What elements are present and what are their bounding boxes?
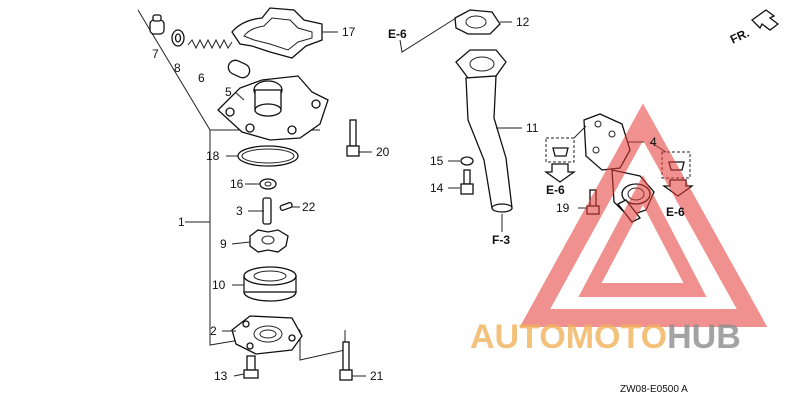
leader-lines-left: [190, 31, 372, 377]
part-15-washer: [460, 156, 474, 166]
label-8: 8: [174, 61, 181, 75]
ref-fr: FR.: [728, 26, 751, 47]
label-9: 9: [220, 237, 227, 251]
callout-labels: 1 2 3 4 5 6 7 8 9 10 11 12 13 14 15 16 1…: [152, 15, 751, 395]
ref-e6-right: E-6: [666, 205, 685, 219]
label-3: 3: [236, 204, 243, 218]
label-22: 22: [302, 200, 316, 214]
part-2-cover: [231, 315, 303, 355]
label-14: 14: [430, 181, 444, 195]
part-8-washer: [171, 29, 185, 47]
part-7-cap: [149, 14, 165, 35]
ref-box-left: [543, 137, 577, 183]
part-22-pin: [279, 201, 293, 211]
part-17-gasket: [231, 7, 323, 59]
part-20-bolt: [346, 119, 360, 157]
label-10: 10: [212, 278, 226, 292]
part-12-gasket: [454, 9, 501, 35]
watermark-word-hub: HUB: [667, 318, 741, 356]
label-21: 21: [370, 369, 384, 383]
part-21-bolt: [339, 341, 353, 381]
watermark-word-auto: AUTO: [470, 318, 566, 356]
svg-text:AUTOMOTOHUB: AUTOMOTOHUB: [470, 318, 741, 356]
label-19: 19: [556, 201, 570, 215]
watermark-logo: [519, 103, 768, 327]
label-6: 6: [198, 71, 205, 85]
label-4: 4: [650, 135, 657, 149]
ref-f3: F-3: [492, 233, 510, 247]
ref-e6-top: E-6: [388, 27, 407, 41]
label-2: 2: [210, 324, 217, 338]
part-3-shaft: [262, 197, 272, 225]
part-11-pipe: [455, 49, 513, 213]
part-10-outer-rotor: [243, 266, 297, 302]
label-18: 18: [206, 149, 220, 163]
watermark-word-moto: MOTO: [566, 318, 667, 356]
label-15: 15: [430, 154, 444, 168]
part-18-oring: [237, 145, 299, 167]
label-5: 5: [225, 85, 232, 99]
part-13-bolt: [243, 355, 259, 379]
label-16: 16: [230, 177, 244, 191]
part-6-spring: [187, 38, 233, 50]
ref-e6-mid: E-6: [546, 183, 565, 197]
watermark-wordmark: AUTOMOTOHUB: [470, 318, 741, 356]
front-arrow-icon: [750, 9, 780, 31]
part-14-bolt: [460, 169, 474, 195]
part-5-relief-pin: [227, 59, 251, 79]
label-17: 17: [342, 25, 356, 39]
label-1: 1: [178, 215, 185, 229]
part-9-inner-rotor: [249, 229, 289, 253]
label-13: 13: [214, 369, 228, 383]
label-11: 11: [526, 121, 539, 135]
pump-housing: [217, 75, 329, 141]
part-16-nut: [259, 178, 277, 190]
label-7: 7: [152, 47, 159, 61]
label-20: 20: [376, 145, 390, 159]
drawing-code: ZW08-E0500 A: [620, 384, 688, 395]
label-12: 12: [516, 15, 530, 29]
